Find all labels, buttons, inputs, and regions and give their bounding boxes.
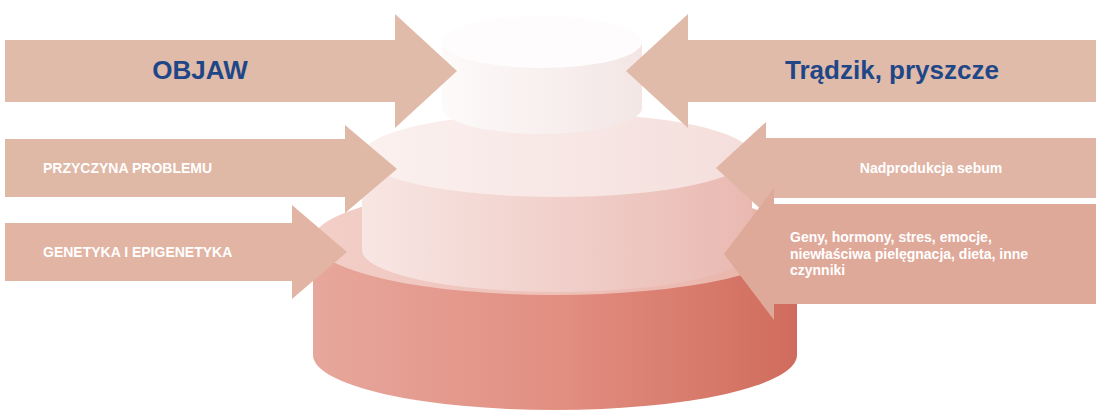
arrow-label: PRZYCZYNA PROBLEMU [43, 160, 212, 177]
arrow-shape [5, 14, 457, 128]
arrow-label: GENETYKA I EPIGENETYKA [43, 244, 232, 261]
arrow-shape [626, 14, 1096, 128]
arrow-box: PRZYCZYNA PROBLEMU [5, 125, 397, 213]
arrow-text-area: Trądzik, pryszcze [688, 40, 1096, 102]
arrow-label: Trądzik, pryszcze [785, 55, 999, 86]
arrow-box: Trądzik, pryszcze [626, 14, 1096, 128]
top-tier [442, 16, 642, 134]
arrow-box: GENETYKA I EPIGENETYKA [5, 205, 347, 299]
arrow-box: Geny, hormony, stres, emocje, niewłaściw… [724, 188, 1096, 320]
arrow-box: OBJAW [5, 14, 457, 128]
arrow-label: Nadprodukcja sebum [860, 160, 1002, 177]
arrow-text-area: Nadprodukcja sebum [766, 138, 1096, 198]
middle-tier [362, 113, 752, 292]
arrow-label: Geny, hormony, stres, emocje, niewłaściw… [790, 229, 1052, 279]
arrow-text-area: GENETYKA I EPIGENETYKA [5, 223, 292, 281]
arrow-shape [5, 125, 397, 213]
arrow-shape [5, 205, 347, 299]
arrow-label: OBJAW [152, 55, 247, 86]
arrow-shape [724, 188, 1096, 320]
arrow-text-area: OBJAW [5, 40, 395, 102]
arrow-text-area: Geny, hormony, stres, emocje, niewłaściw… [774, 204, 1096, 304]
arrow-text-area: PRZYCZYNA PROBLEMU [5, 139, 345, 197]
